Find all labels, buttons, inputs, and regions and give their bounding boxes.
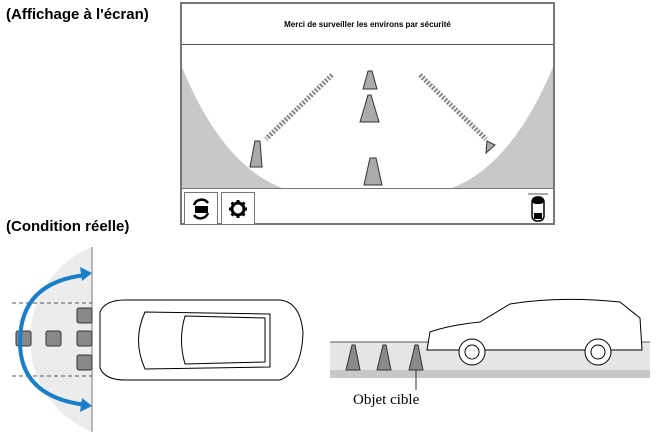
left-guide-line xyxy=(264,73,334,141)
camera-screen: Merci de surveiller les environs par séc… xyxy=(180,2,555,225)
bottom-toolbar xyxy=(182,188,553,226)
gear-icon xyxy=(229,199,247,218)
car-side-view xyxy=(426,298,643,366)
camera-view xyxy=(182,67,553,188)
safety-message: Merci de surveiller les environs par séc… xyxy=(182,4,553,45)
car-top-view-icon xyxy=(528,193,548,222)
camera-switch-icon xyxy=(192,198,210,219)
screen-display-heading: (Affichage à l'écran) xyxy=(6,6,149,23)
side-view-diagram xyxy=(330,298,650,390)
top-view-diagram xyxy=(12,247,304,432)
cone-mid xyxy=(359,94,380,123)
settings-button[interactable] xyxy=(221,192,255,225)
cone-right xyxy=(485,140,496,155)
cone-left xyxy=(249,140,263,168)
right-blind-zone xyxy=(452,67,553,188)
right-guide-line xyxy=(418,73,488,141)
camera-switch-button[interactable] xyxy=(184,192,218,225)
cone-near xyxy=(363,157,383,186)
target-object-label: Objet cible xyxy=(353,392,420,408)
real-condition-heading: (Condition réelle) xyxy=(6,218,130,235)
cones xyxy=(345,344,424,371)
sweep-arrow xyxy=(17,273,87,407)
cone-far xyxy=(362,70,378,90)
left-blind-zone xyxy=(182,67,282,188)
car-top-view xyxy=(99,299,304,381)
